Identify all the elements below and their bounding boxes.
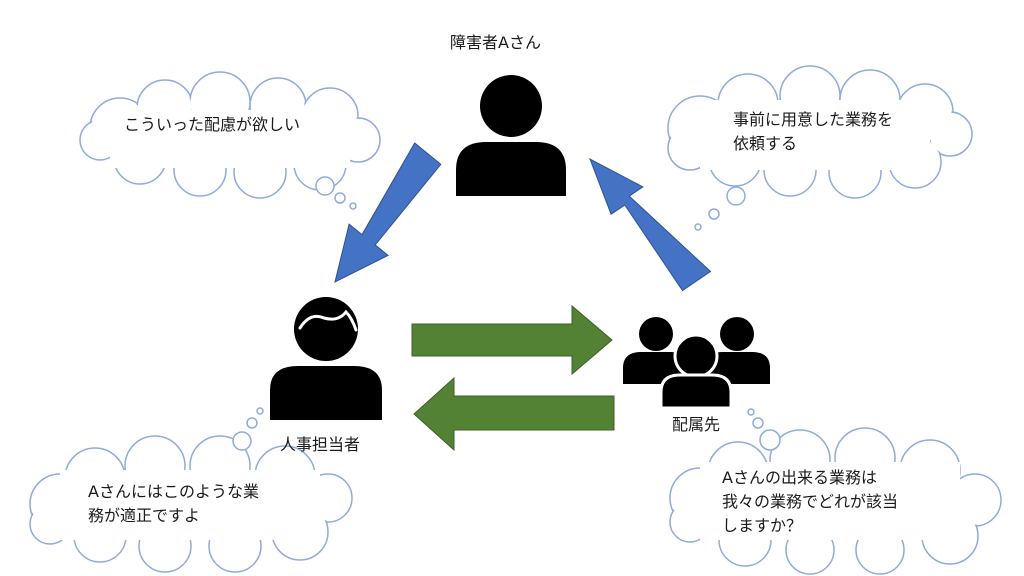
person-icon (456, 75, 566, 196)
thought-text-department-request: 事前に用意した業務を 依頼する (733, 110, 894, 153)
arrow-hr-to-department (411, 304, 613, 376)
person-with-hair-icon (270, 297, 382, 420)
label-hr: 人事担当者 (280, 435, 361, 454)
arrow-department-to-hr (413, 376, 615, 452)
thought-cloud-department-request (667, 65, 973, 231)
thought-text-department-question: Aさんの出来る業務は 我々の業務でどれが該当 しますか？ (722, 468, 899, 535)
label-department: 配属先 (672, 415, 721, 434)
group-icon (623, 317, 770, 410)
arrow-to-disabled-person (589, 157, 712, 292)
thought-text-disabled-person: こういった配慮が欲しい (124, 115, 301, 134)
thought-cloud-disabled-person (79, 71, 381, 210)
thought-cloud-department-question (669, 408, 1002, 575)
thought-text-hr: Aさんにはこのような業 務が適正ですよ (88, 482, 259, 525)
arrow-to-hr (334, 142, 442, 283)
thought-cloud-hr (29, 407, 353, 573)
label-disabled-person: 障害者Aさん (450, 33, 541, 52)
